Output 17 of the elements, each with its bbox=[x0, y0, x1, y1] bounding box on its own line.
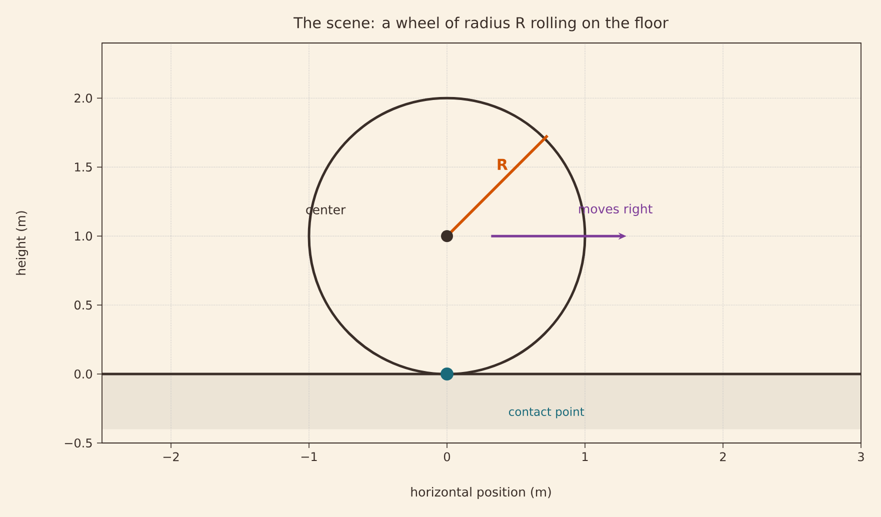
chart-title: The scene: a wheel of radius R rolling on the floor bbox=[294, 16, 668, 32]
tick-label: −2 bbox=[163, 452, 179, 462]
axis-label: height (m) bbox=[16, 211, 28, 275]
axis-label: horizontal position (m) bbox=[411, 486, 551, 500]
tick-label: 2.0 bbox=[74, 94, 92, 103]
tick-label: 1 bbox=[582, 452, 588, 461]
annotation-text: R bbox=[498, 158, 508, 170]
tick-label: −0.5 bbox=[64, 438, 92, 448]
tick-label: 0 bbox=[444, 452, 450, 462]
tick-label: 1.0 bbox=[75, 232, 92, 241]
tick-label: 1.5 bbox=[75, 162, 92, 172]
tick-label: −1 bbox=[301, 452, 317, 461]
annotation-text: contact point bbox=[508, 407, 584, 418]
tick-label: 2 bbox=[720, 452, 726, 462]
tick-label: 0.0 bbox=[74, 370, 92, 379]
tick-label: 3 bbox=[858, 452, 864, 462]
tick-label: 0.5 bbox=[74, 300, 92, 310]
